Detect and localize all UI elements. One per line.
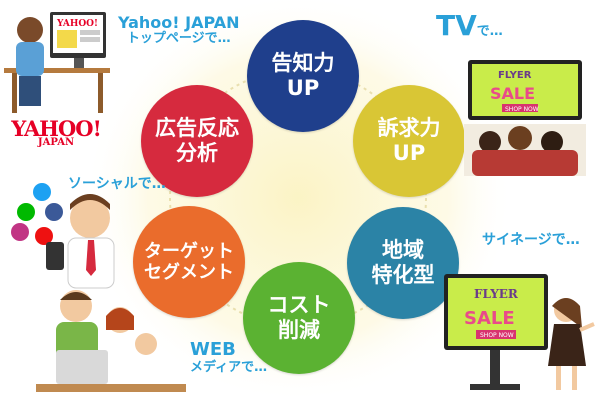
yahoo-logo-sub: JAPAN (37, 137, 75, 148)
signage-woman-illustration: FLYER SALE SHOP NOW (444, 274, 595, 390)
caption-social: ソーシャルで… (68, 176, 166, 192)
yahoo-pc-user-illustration: YAHOO! (4, 12, 110, 113)
circle-target-line1: ターゲット (144, 240, 234, 262)
youtube-icon (35, 227, 53, 245)
line-icon (17, 203, 35, 221)
woman-hair (552, 298, 582, 328)
caption-tv: TVで… (436, 9, 503, 42)
circle-target-segment: ターゲット セグメント (133, 206, 245, 318)
social-man-illustration (11, 183, 115, 289)
caption-web: WEB メディアで… (190, 339, 268, 376)
circle-appeal-up: 訴求力 UP (353, 85, 465, 197)
person-hair (17, 17, 43, 43)
caption-yahoo-line2: トップページで… (126, 31, 231, 47)
man-face (70, 198, 110, 238)
tv-audience-illustration: FLYER SALE SHOP NOW (464, 60, 586, 176)
circle-awareness-up: 告知力 UP (247, 20, 359, 132)
facebook-icon (45, 203, 63, 221)
viewer-head-1 (479, 131, 501, 153)
circle-regional: 地域 特化型 (347, 207, 459, 319)
circle-target-line2: セグメント (144, 262, 234, 283)
signage-flyer-button: SHOP NOW (480, 332, 514, 339)
yahoo-logo: YAHOO! JAPAN (6, 116, 106, 148)
circle-regional-line2: 特化型 (371, 263, 435, 287)
caption-social-text: ソーシャルで… (68, 176, 166, 192)
viewer-head-2 (508, 126, 532, 150)
desk (4, 68, 110, 73)
circle-cost-reduction: コスト 削減 (243, 262, 355, 374)
table (36, 384, 186, 392)
web-family-illustration (36, 290, 186, 392)
instagram-icon (11, 223, 29, 241)
circle-response-analysis: 広告反応 分析 (141, 85, 253, 197)
caption-tv-big: TV (436, 9, 477, 42)
man-hair (70, 194, 110, 210)
caption-tv-small: で… (476, 24, 503, 39)
circle-analysis-line1: 広告反応 (155, 116, 239, 141)
tv-flyer-title: FLYER (498, 70, 532, 81)
caption-web-line2: メディアで… (190, 359, 268, 375)
signage-stand (490, 350, 500, 386)
monitor-banner (57, 30, 77, 48)
circle-cost-line1: コスト (267, 293, 331, 318)
caption-web-line1: WEB (190, 339, 236, 360)
caption-yahoo-line1: Yahoo! JAPAN (118, 13, 240, 32)
sofa (472, 150, 578, 176)
circle-analysis-line2: 分析 (176, 141, 218, 165)
caption-signage: サイネージで… (482, 232, 580, 248)
child-face (135, 333, 157, 355)
twitter-icon (33, 183, 51, 201)
monitor-yahoo-brand: YAHOO! (56, 19, 98, 29)
person-shirt (16, 42, 44, 76)
smartphone (46, 242, 64, 270)
signage-flyer-title: FLYER (474, 287, 519, 301)
circle-awareness-up-text: UP (286, 76, 320, 100)
circle-regional-line1: 地域 (382, 238, 424, 263)
circle-awareness-label: 告知力 (271, 51, 335, 76)
tv-flyer-sale: SALE (490, 84, 535, 103)
yahoo-logo-main: YAHOO! (11, 116, 102, 141)
circle-appeal-label: 訴求力 (377, 116, 441, 141)
laptop (56, 350, 108, 384)
man-tie (86, 240, 96, 276)
viewer-head-3 (541, 131, 563, 153)
woman-dress (548, 324, 586, 366)
circle-cost-line2: 削減 (278, 318, 320, 342)
caption-signage-text: サイネージで… (482, 232, 580, 248)
circle-appeal-up-text: UP (392, 141, 426, 165)
caption-yahoo: Yahoo! JAPAN トップページで… (118, 13, 240, 47)
signage-flyer-sale: SALE (464, 308, 515, 329)
tv-flyer-button: SHOP NOW (505, 106, 539, 113)
